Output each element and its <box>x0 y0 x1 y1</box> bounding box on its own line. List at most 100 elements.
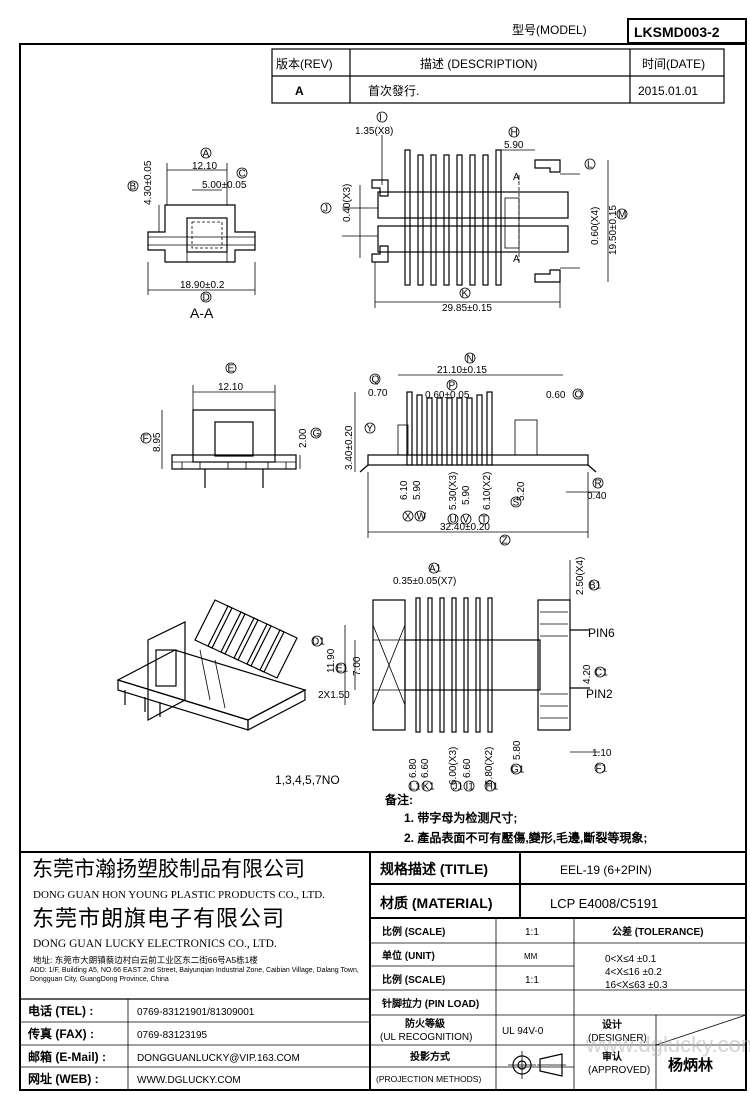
web-label: 网址 (WEB) : <box>28 1071 99 1086</box>
dim-q: 0.70 <box>368 388 388 399</box>
dim-s: 5.20 <box>516 481 527 501</box>
bottom-view: A1 0.35±0.05(X7) 2.50(X4) B1 PIN6 PIN2 C… <box>311 557 615 793</box>
designer-cn: 设计 <box>602 1018 622 1031</box>
dim-f: 8.95 <box>152 432 163 452</box>
dim-bottom4: 6.80(X2) <box>484 747 495 785</box>
svg-text:R: R <box>595 479 602 490</box>
dim-bottom2: 6.00(X3) <box>448 747 459 785</box>
material-value: LCP E4008/C5191 <box>550 896 658 911</box>
dim-n: 21.10±0.15 <box>437 365 487 376</box>
fax-label: 传真 (FAX) : <box>27 1026 94 1041</box>
projection-label-cn: 投影方式 <box>410 1050 450 1063</box>
tolerance-3: 16<X≤63 ±0.3 <box>605 980 668 991</box>
tolerance-2: 4<X≤16 ±0.2 <box>605 967 662 978</box>
unit-value: MM <box>524 952 538 961</box>
svg-text:D1: D1 <box>312 637 325 648</box>
designer-en: (DESIGNER) <box>588 1033 647 1044</box>
date-value: 2015.01.01 <box>638 84 698 98</box>
tel-label: 电话 (TEL) : <box>28 1003 93 1018</box>
company1-cn: 东莞市瀚扬塑胶制品有限公司 <box>32 857 305 881</box>
svg-text:Z: Z <box>502 536 508 547</box>
tel-value: 0769-83121901/81309001 <box>137 1007 255 1018</box>
dim-o: 0.60 <box>546 390 566 401</box>
rev-header: 版本(REV) <box>276 57 333 71</box>
top-view: I 1.35(X8) H 5.90 J 0.40(X3) L 0.60(X4) … <box>320 111 628 314</box>
svg-text:Q: Q <box>372 375 380 386</box>
side-view: N 21.10±0.15 Q 0.70 P 0.60±0.05 O 0.60 Y… <box>344 352 607 547</box>
model-value: LKSMD003-2 <box>634 24 720 40</box>
svg-text:E: E <box>228 364 235 375</box>
web-value: WWW.DGLUCKY.COM <box>137 1075 241 1086</box>
svg-text:B1: B1 <box>589 581 602 592</box>
dim-k: 29.85±0.15 <box>442 303 492 314</box>
email-value: DONGGUANLUCKY@VIP.163.COM <box>137 1053 300 1064</box>
fax-value: 0769-83123195 <box>137 1030 208 1041</box>
isometric-view: 1,3,4,5,7NO <box>116 599 340 787</box>
svg-text:H: H <box>511 128 518 139</box>
unit-label: 单位 (UNIT) <box>382 949 435 962</box>
svg-text:E1: E1 <box>336 664 349 675</box>
svg-text:A: A <box>203 149 210 160</box>
svg-text:G: G <box>313 429 321 440</box>
revision-table: 版本(REV) 描述 (DESCRIPTION) 时间(DATE) A 首次發行… <box>271 48 725 104</box>
scale2-label: 比例 (SCALE) <box>382 973 445 986</box>
dim-bottom1: 6.60 <box>420 758 431 778</box>
dim-bottom3: 6.60 <box>462 758 473 778</box>
svg-text:J1: J1 <box>453 782 464 793</box>
svg-text:C1: C1 <box>595 668 608 679</box>
projection-symbol-icon <box>508 1051 566 1079</box>
scale-label: 比例 (SCALE) <box>382 925 445 938</box>
svg-text:W: W <box>417 512 427 523</box>
svg-text:A: A <box>513 254 520 265</box>
svg-text:H1: H1 <box>486 782 499 793</box>
company1-en: DONG GUAN HON YOUNG PLASTIC PRODUCTS CO.… <box>33 889 325 901</box>
svg-text:S: S <box>513 498 520 509</box>
email-label: 邮箱 (E-Mail) : <box>28 1049 106 1064</box>
svg-text:D: D <box>203 293 210 304</box>
dim-f1: 1.10 <box>592 748 612 759</box>
approved-cn: 审认 <box>602 1050 623 1063</box>
svg-text:L: L <box>587 160 593 171</box>
svg-text:A1: A1 <box>429 564 442 575</box>
pin6-label: PIN6 <box>588 626 615 640</box>
section-view-aa: A 12.10 B 4.30±0.05 C 5.00±0.05 18.90±0.… <box>127 147 256 321</box>
svg-text:N: N <box>467 354 474 365</box>
dim-d1: 11.90 <box>326 648 337 673</box>
svg-text:K1: K1 <box>423 782 436 793</box>
material-label: 材质 (MATERIAL) <box>380 895 493 911</box>
pin-load-label: 针脚拉力 (PIN LOAD) <box>382 997 479 1010</box>
svg-text:A: A <box>513 172 520 183</box>
dim-bottom0: 6.80 <box>408 758 419 778</box>
company2-en: DONG GUAN LUCKY ELECTRONICS CO., LTD. <box>33 938 277 950</box>
svg-text:P: P <box>449 381 456 392</box>
dim-m: 19.50±0.15 <box>608 205 619 255</box>
dim-u4: 6.10(X2) <box>482 472 493 510</box>
dim-e: 12.10 <box>218 382 243 393</box>
address-cn: 地址: 东莞市大朗镇蔡边村白云前工业区东二街66号A5栋1楼 <box>33 955 258 965</box>
approver-name: 杨炳林 <box>668 1056 714 1074</box>
address-en: ADD: 1/F, Building A5, NO.66 EAST 2nd St… <box>30 967 359 983</box>
watermark: www.dglucky.com <box>585 1032 750 1057</box>
dim-u3: 5.90 <box>461 485 472 505</box>
sheet-border <box>19 43 747 1091</box>
ul-label-en: (UL RECOGNITION) <box>380 1032 472 1043</box>
dim-g1: 5.80 <box>512 740 523 760</box>
dim-d: 18.90±0.2 <box>180 280 225 291</box>
dim-r: 0.40 <box>587 491 607 502</box>
dim-g: 2.00 <box>298 428 309 448</box>
title-block: 东莞市瀚扬塑胶制品有限公司 DONG GUAN HON YOUNG PLASTI… <box>20 851 750 1090</box>
svg-text:K: K <box>462 289 469 300</box>
svg-text:J: J <box>323 204 328 215</box>
note-2: 2. 產品表面不可有壓傷,變形,毛邊,斷裂等現象; <box>404 830 647 845</box>
model-box <box>627 18 747 44</box>
dim-e1b: 2X1.50 <box>318 690 350 701</box>
pins-note: 1,3,4,5,7NO <box>275 773 340 787</box>
svg-text:I: I <box>379 113 382 124</box>
notes-title: 备注: <box>384 792 413 807</box>
scale2-value: 1:1 <box>525 975 539 986</box>
svg-text:T: T <box>481 515 487 526</box>
title-label: 规格描述 (TITLE) <box>380 861 488 877</box>
ul-value: UL 94V-0 <box>502 1026 544 1037</box>
svg-text:V: V <box>463 515 470 526</box>
